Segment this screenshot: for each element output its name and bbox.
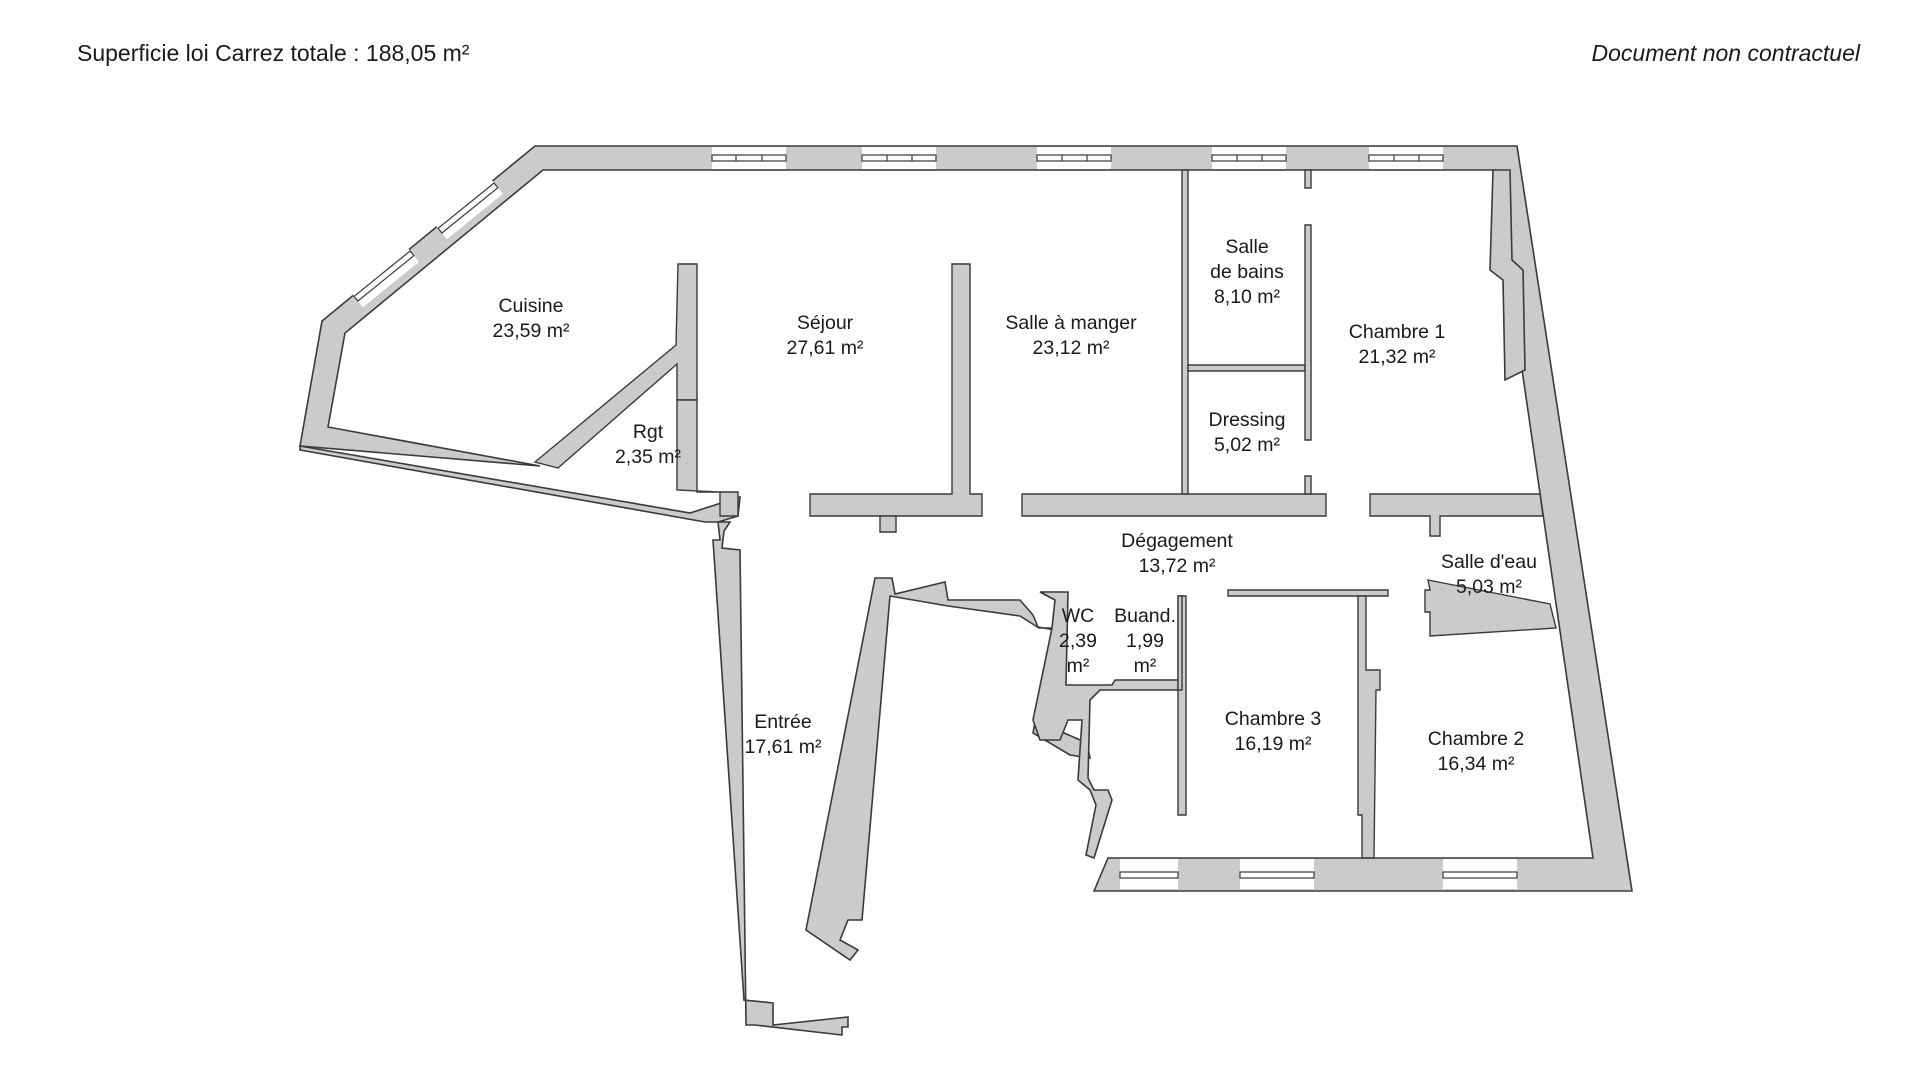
room-degagement-area: 13,72 m² — [1139, 555, 1216, 577]
window-top-5 — [1368, 147, 1444, 169]
room-rgt-area: 2,35 m² — [615, 446, 682, 468]
interior-partitions — [533, 169, 1557, 859]
windows — [349, 147, 1518, 889]
room-dressing-area: 5,02 m² — [1214, 434, 1281, 456]
room-cuisine: Cuisine 23,59 m² — [493, 295, 570, 342]
room-wc: WC 2,39 m² — [1059, 605, 1097, 677]
room-chambre-2-area: 16,34 m² — [1438, 753, 1515, 775]
room-cuisine-name: Cuisine — [498, 295, 563, 317]
partition-right-degagement — [1369, 493, 1544, 537]
room-salle-de-bains-name-2: de bains — [1210, 261, 1284, 283]
partition-buanderie-right — [1177, 595, 1183, 691]
partition-sdb-dressing — [1187, 364, 1306, 372]
exterior-wall-top-left — [299, 145, 1633, 892]
window-diagonal-1 — [433, 176, 503, 240]
room-salle-a-manger-area: 23,12 m² — [1033, 337, 1110, 359]
room-buanderie-area-unit: m² — [1134, 655, 1157, 677]
window-bottom-2 — [1239, 859, 1315, 889]
window-bottom-3 — [1442, 859, 1518, 889]
room-cuisine-area: 23,59 m² — [493, 320, 570, 342]
room-chambre-3-name: Chambre 3 — [1225, 708, 1321, 730]
room-rgt-name: Rgt — [633, 421, 664, 443]
partition-sejour-stub — [879, 515, 897, 533]
room-salle-a-manger: Salle à manger 23,12 m² — [1005, 312, 1137, 359]
room-salle-a-manger-name: Salle à manger — [1005, 312, 1137, 334]
room-wc-area: 2,39 — [1059, 630, 1097, 652]
disclaimer-label: Document non contractuel — [1591, 40, 1861, 66]
partition-chambre3-chambre2 — [1357, 595, 1381, 859]
room-salle-deau-area: 5,03 m² — [1456, 576, 1523, 598]
window-diagonal-2 — [349, 244, 419, 308]
room-labels: Cuisine 23,59 m² Séjour 27,61 m² Salle à… — [493, 236, 1537, 775]
window-top-3 — [1036, 147, 1112, 169]
window-top-4 — [1211, 147, 1287, 169]
partition-dressing-bottom-stub — [1304, 475, 1312, 495]
partition-dressing-chambre1 — [1304, 224, 1312, 441]
room-sejour-area: 27,61 m² — [787, 337, 864, 359]
total-area-label: Superficie loi Carrez totale : 188,05 m² — [77, 40, 470, 66]
room-salle-deau-name: Salle d'eau — [1441, 551, 1537, 573]
room-degagement-name: Dégagement — [1121, 530, 1233, 552]
room-chambre-1-name: Chambre 1 — [1349, 321, 1445, 343]
partition-corridor-top — [1227, 589, 1389, 597]
room-rgt: Rgt 2,35 m² — [615, 421, 682, 468]
room-salle-de-bains-name-1: Salle — [1225, 236, 1268, 258]
exterior-wall-left — [299, 445, 849, 1036]
exterior-wall-right-notch — [1489, 169, 1526, 382]
entree-right-wall — [805, 577, 1092, 962]
partition-sejour-salle — [809, 263, 983, 517]
room-buanderie-name: Buand. — [1114, 605, 1176, 627]
room-dressing: Dressing 5,02 m² — [1209, 409, 1286, 456]
room-entree-name: Entrée — [754, 711, 811, 733]
room-degagement: Dégagement 13,72 m² — [1121, 530, 1233, 577]
window-bottom-1 — [1119, 859, 1179, 889]
partition-sdb-top-stub — [1304, 169, 1312, 189]
room-sejour-name: Séjour — [797, 312, 854, 334]
room-chambre-3-area: 16,19 m² — [1235, 733, 1312, 755]
partition-sdb-vertical — [1181, 169, 1189, 495]
window-top-1 — [711, 147, 787, 169]
room-wc-area-unit: m² — [1067, 655, 1090, 677]
room-salle-de-bains-area: 8,10 m² — [1214, 286, 1281, 308]
room-entree-area: 17,61 m² — [745, 736, 822, 758]
partition-rgt-bottom — [676, 399, 739, 517]
room-wc-name: WC — [1062, 605, 1095, 627]
room-chambre-2: Chambre 2 16,34 m² — [1428, 728, 1524, 775]
room-chambre-2-name: Chambre 2 — [1428, 728, 1524, 750]
room-chambre-1-area: 21,32 m² — [1359, 346, 1436, 368]
window-top-2 — [861, 147, 937, 169]
room-salle-de-bains: Salle de bains 8,10 m² — [1210, 236, 1284, 308]
room-chambre-1: Chambre 1 21,32 m² — [1349, 321, 1445, 368]
room-sejour: Séjour 27,61 m² — [787, 312, 864, 359]
room-salle-deau: Salle d'eau 5,03 m² — [1441, 551, 1537, 598]
room-chambre-3: Chambre 3 16,19 m² — [1225, 708, 1321, 755]
partition-cuisine-sejour — [533, 263, 698, 469]
room-buanderie: Buand. 1,99 m² — [1114, 605, 1176, 677]
walls — [299, 145, 1633, 1036]
room-dressing-name: Dressing — [1209, 409, 1286, 431]
room-entree: Entrée 17,61 m² — [745, 711, 822, 758]
partition-salle-degagement — [1021, 493, 1327, 517]
wc-buanderie-wall — [1032, 591, 1183, 860]
room-buanderie-area: 1,99 — [1126, 630, 1164, 652]
partition-salle-deau — [1424, 579, 1557, 637]
